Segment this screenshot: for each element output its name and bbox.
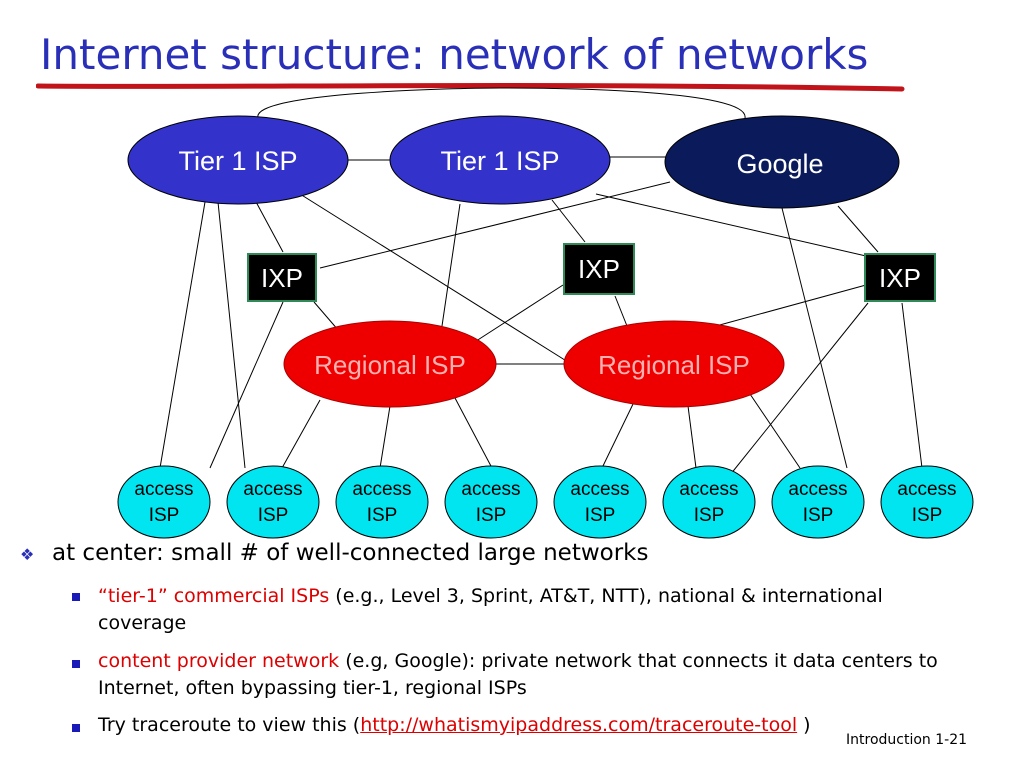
access-isp-label-line1: access	[788, 479, 847, 500]
access-isp-label-line2: ISP	[912, 505, 943, 526]
regional-isp-node: Regional ISP	[563, 320, 785, 408]
tier1-google-arc	[257, 87, 746, 119]
tier1-term: tier-1	[107, 585, 158, 607]
access-isp-label-line1: access	[570, 479, 629, 500]
traceroute-link[interactable]: http://whatismyipaddress.com/traceroute-…	[360, 714, 798, 736]
access-isp-label-line2: ISP	[149, 505, 180, 526]
access-isp-label-line2: ISP	[694, 505, 725, 526]
sub-bullet-traceroute: Try traceroute to view this (http://what…	[98, 712, 958, 739]
ixp-node: IXP	[864, 253, 936, 302]
commercial-isps-term: commercial ISPs	[167, 585, 330, 607]
access-isp-label-line1: access	[243, 479, 302, 500]
title-underline	[36, 82, 905, 92]
ixp-label: IXP	[261, 263, 303, 293]
access-isp-node: access ISP	[553, 465, 647, 539]
access-isp-node: access ISP	[880, 465, 974, 539]
tier1-isp-node: Tier 1 ISP	[127, 115, 349, 205]
footer-page: 1-21	[935, 732, 968, 748]
access-isp-node: access ISP	[444, 465, 538, 539]
access-isp-label-line1: access	[134, 479, 193, 500]
tier1-isp-node: Tier 1 ISP	[389, 115, 611, 205]
access-isp-label-line1: access	[897, 479, 956, 500]
square-bullet-icon	[72, 660, 80, 668]
sub-bullet-tier1: “tier-1” commercial ISPs (e.g., Level 3,…	[98, 583, 958, 637]
ixp-label: IXP	[879, 263, 921, 293]
access-isp-node: access ISP	[662, 465, 756, 539]
traceroute-close-paren: )	[797, 714, 811, 736]
tier1-isp-label: Tier 1 ISP	[178, 146, 297, 176]
access-isp-label-line2: ISP	[258, 505, 289, 526]
access-isp-node: access ISP	[771, 465, 865, 539]
traceroute-text: Try traceroute to view this (	[98, 714, 361, 736]
ixp-node: IXP	[247, 253, 317, 302]
diamond-bullet-icon: ❖	[20, 545, 35, 564]
regional-isp-node: Regional ISP	[283, 320, 497, 408]
access-isp-node: access ISP	[117, 465, 211, 539]
regional-isp-label: Regional ISP	[598, 350, 750, 380]
footer-section: Introduction	[846, 732, 931, 748]
square-bullet-icon	[72, 593, 80, 601]
access-isp-label-line2: ISP	[803, 505, 834, 526]
ixp-node: IXP	[563, 243, 635, 295]
access-isp-label-line2: ISP	[476, 505, 507, 526]
slide-title: Internet structure: network of networks	[40, 30, 869, 79]
tier1-description: (e.g., Level 3, Sprint, AT&T, NTT), nati…	[98, 585, 883, 634]
access-isp-label-line1: access	[679, 479, 738, 500]
main-bullet: at center: small # of well-connected lar…	[52, 540, 649, 566]
square-bullet-icon	[72, 724, 80, 732]
access-isp-node: access ISP	[226, 465, 320, 539]
sub-bullet-content-provider: content provider network (e.g, Google): …	[98, 648, 958, 702]
google-node: Google	[664, 115, 900, 209]
network-diagram: Tier 1 ISP Tier 1 ISP Google IXP IXP IXP…	[117, 87, 974, 539]
access-isp-label-line2: ISP	[367, 505, 398, 526]
tier1-open-quote: “	[98, 585, 108, 607]
ixp-label: IXP	[578, 254, 620, 284]
content-provider-term: content provider network	[98, 650, 340, 672]
slide-footer: Introduction 1-21	[846, 732, 967, 748]
access-isp-node: access ISP	[335, 465, 429, 539]
content-provider-description: (e.g, Google): private network that conn…	[98, 650, 938, 699]
access-isp-label-line1: access	[461, 479, 520, 500]
access-isp-label-line1: access	[352, 479, 411, 500]
tier1-isp-label: Tier 1 ISP	[440, 146, 559, 176]
google-label: Google	[736, 149, 823, 179]
regional-isp-label: Regional ISP	[314, 350, 466, 380]
tier1-close-quote: ”	[157, 585, 168, 607]
access-isp-label-line2: ISP	[585, 505, 616, 526]
